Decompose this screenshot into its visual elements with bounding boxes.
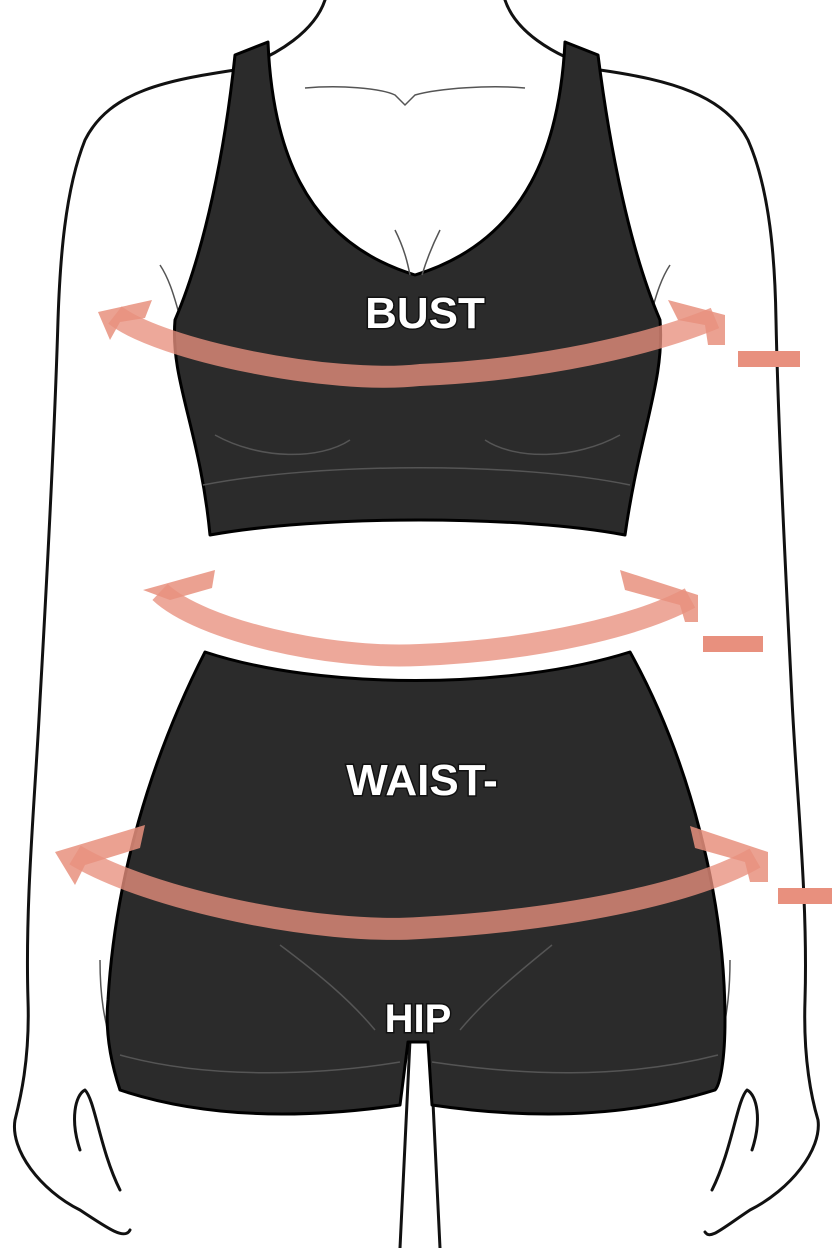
shorts — [105, 650, 727, 1116]
hip-arrow — [55, 825, 832, 940]
waist-label: WAIST- — [346, 756, 498, 805]
bust-label: BUST — [365, 289, 485, 338]
waist-arrow — [143, 570, 763, 667]
bust-arrow — [98, 300, 800, 388]
bra-band-line — [202, 467, 631, 486]
hip-label: HIP — [385, 997, 452, 1041]
